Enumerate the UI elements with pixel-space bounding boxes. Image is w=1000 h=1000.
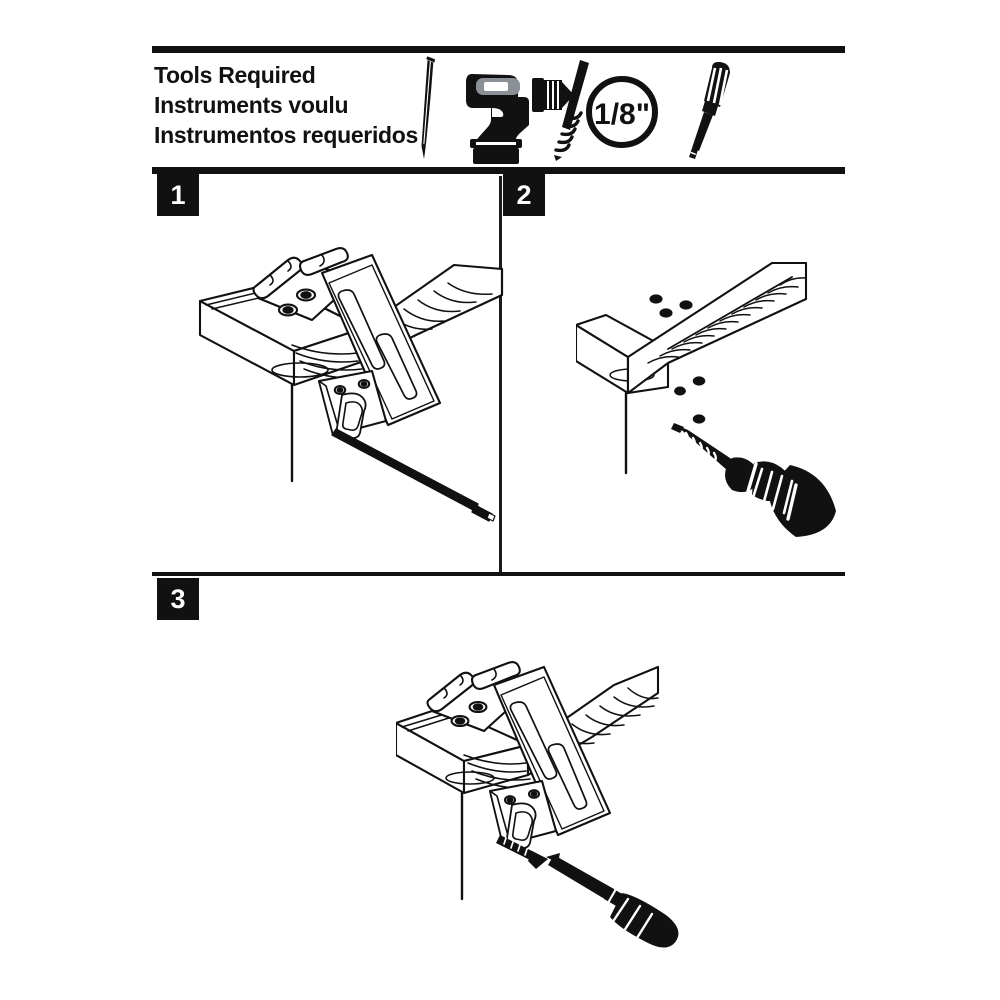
step-3-rule — [152, 572, 845, 576]
tools-title-es: Instrumentos requeridos — [154, 122, 419, 148]
tools-required-title: Tools Required Instruments voulu Instrum… — [154, 60, 419, 150]
tools-icon-row: 1/8" — [404, 56, 844, 164]
pencil-marking-tool — [331, 428, 496, 522]
step-column-divider — [499, 176, 502, 573]
screwdriver — [546, 853, 679, 948]
tools-title-en: Tools Required — [154, 62, 316, 88]
wood-grain-hatching — [647, 277, 807, 364]
step-number-1: 1 — [170, 179, 186, 210]
drill-bit — [671, 423, 736, 471]
pencil-icon — [404, 56, 450, 164]
marked-holes-leg — [674, 376, 706, 424]
drill-bit-icon: 1/8" — [542, 56, 672, 164]
screwdriver-handle-flutes — [610, 897, 654, 940]
drill-bit-size-label: 1/8" — [594, 98, 650, 131]
drill-chuck-ribs — [750, 467, 794, 515]
screw-threads — [503, 837, 528, 856]
step-badge-1: 1 — [157, 174, 199, 216]
hinge-knuckles — [252, 247, 349, 300]
table-left-arm — [198, 281, 366, 387]
drill-bit-flutes — [683, 431, 717, 465]
step-badge-3: 3 — [157, 578, 199, 620]
header-bottom-rule — [152, 167, 845, 174]
header-top-rule — [152, 46, 845, 53]
drill-icon — [462, 56, 574, 164]
step-1-illustration — [196, 243, 506, 543]
step-3-illustration — [396, 645, 736, 955]
marked-holes-top — [649, 294, 693, 318]
mounting-plate — [488, 779, 558, 850]
table-right-arm — [626, 261, 808, 395]
step-number-2: 2 — [516, 179, 532, 210]
drill-chuck-and-body — [725, 457, 836, 537]
hinge-screw-holes — [450, 700, 488, 728]
slotted-bracket-arm — [492, 665, 612, 837]
step-badge-2: 2 — [503, 174, 545, 216]
screwdriver-icon — [682, 56, 752, 164]
table-left-arm — [396, 705, 530, 795]
step-number-3: 3 — [170, 583, 186, 614]
step-2-illustration — [576, 253, 876, 543]
slotted-bracket-arm — [320, 253, 442, 427]
hinge-screw-holes — [277, 288, 317, 317]
tools-title-fr: Instruments voulu — [154, 92, 349, 118]
hinge-knuckles — [426, 661, 521, 713]
